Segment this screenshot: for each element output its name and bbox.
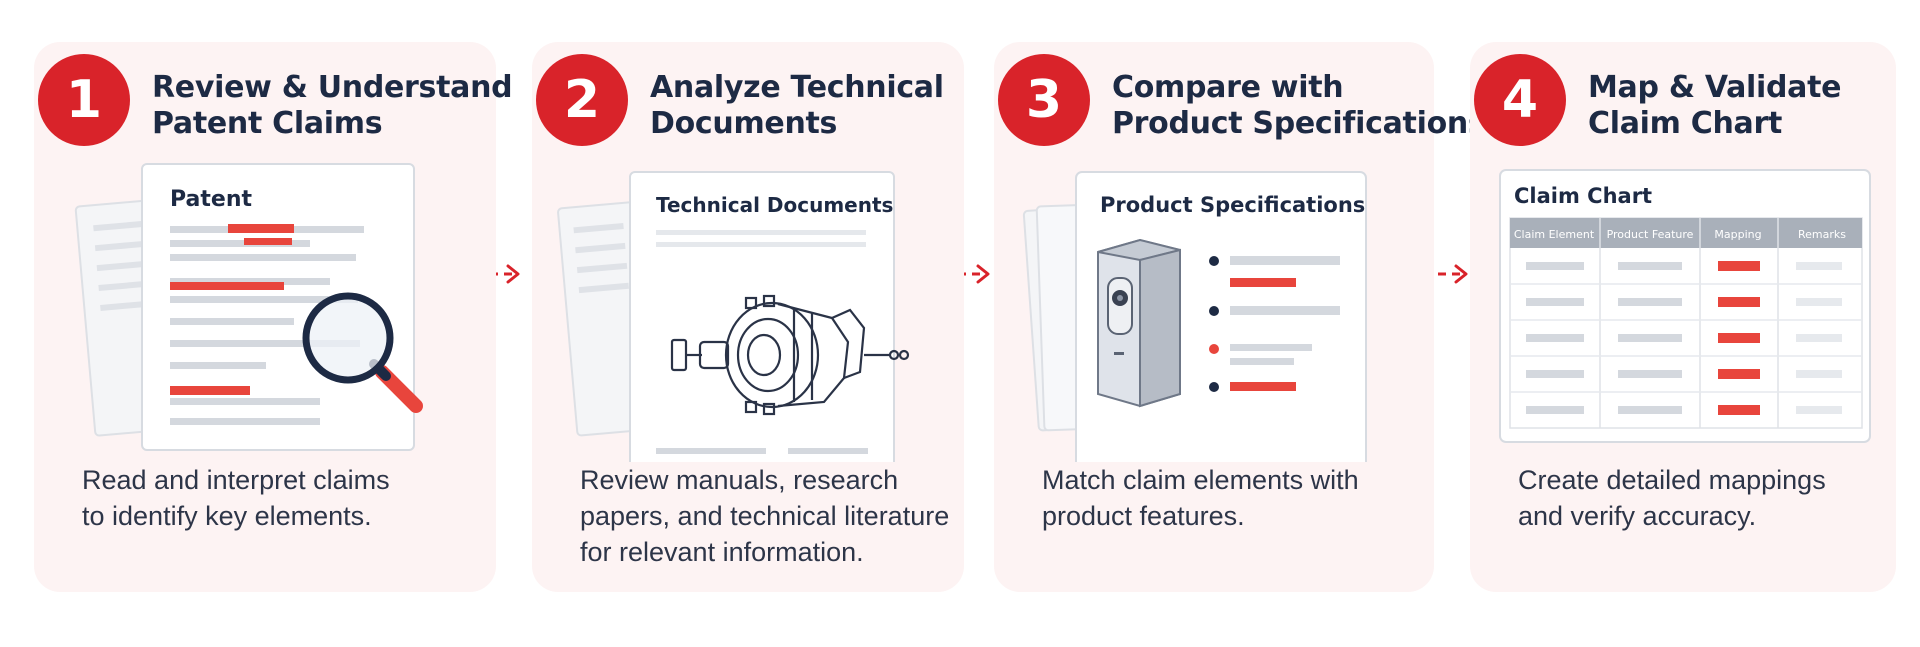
mechanical-part-icon bbox=[670, 294, 910, 416]
step-description-line: Match claim elements with bbox=[1042, 465, 1359, 495]
table-header-cell: Product Feature bbox=[1607, 228, 1694, 241]
step-title-line: Claim Chart bbox=[1588, 106, 1782, 141]
step-number-badge: 4 bbox=[1474, 54, 1566, 146]
illustration-label: Product Specifications bbox=[1100, 193, 1365, 217]
step-description: Match claim elements with product featur… bbox=[1042, 462, 1410, 534]
step-title-line: Documents bbox=[650, 106, 838, 141]
table-header-cell: Claim Element bbox=[1514, 228, 1595, 241]
step-title-line: Compare with bbox=[1112, 70, 1344, 105]
step-number-badge: 1 bbox=[38, 54, 130, 146]
step-title: Map & Validate Claim Chart bbox=[1588, 70, 1890, 142]
step-title-line: Review & Understand bbox=[152, 70, 513, 105]
step-1-card: 1 Review & Understand Patent Claims Pate… bbox=[34, 42, 513, 592]
step-description: Review manuals, research papers, and tec… bbox=[580, 462, 950, 570]
step-title-line: Analyze Technical bbox=[650, 70, 944, 105]
step-title-line: Product Specifications bbox=[1112, 106, 1486, 141]
magnifying-glass-icon bbox=[302, 292, 423, 413]
step-description-line: for relevant information. bbox=[580, 537, 864, 567]
illustration-label: Patent bbox=[170, 187, 252, 212]
step-number-badge: 2 bbox=[536, 54, 628, 146]
step-description-line: Create detailed mappings bbox=[1518, 465, 1826, 495]
table-header-cell: Mapping bbox=[1714, 228, 1761, 241]
step-2-card: 2 Analyze Technical Documents Technical … bbox=[532, 42, 964, 592]
table-icon: Claim Element Product Feature Mapping Re… bbox=[1509, 217, 1863, 429]
step-title: Analyze Technical Documents bbox=[650, 70, 958, 142]
step-4-card: 4 Map & Validate Claim Chart Claim Chart… bbox=[1470, 42, 1896, 592]
step-description-line: Read and interpret claims bbox=[82, 465, 390, 495]
illustration-label: Technical Documents bbox=[656, 193, 893, 217]
step-description-line: and verify accuracy. bbox=[1518, 501, 1757, 531]
patent-illustration: Patent bbox=[74, 163, 423, 451]
step-title-line: Map & Validate bbox=[1588, 70, 1842, 105]
step-description-line: Review manuals, research bbox=[580, 465, 899, 495]
step-title: Compare with Product Specifications bbox=[1112, 70, 1486, 142]
step-title-line: Patent Claims bbox=[152, 106, 383, 141]
step-description: Create detailed mappings and verify accu… bbox=[1518, 462, 1872, 534]
claim-chart-illustration: Claim Chart Claim Element Product Featur… bbox=[1499, 169, 1871, 443]
table-header-cell: Remarks bbox=[1798, 228, 1846, 241]
illustration-label: Claim Chart bbox=[1514, 184, 1652, 208]
step-3-card: 3 Compare with Product Specifications Pr… bbox=[994, 42, 1486, 592]
step-description-line: papers, and technical literature bbox=[580, 501, 950, 531]
device-icon bbox=[1097, 238, 1181, 408]
step-description-line: to identify key elements. bbox=[82, 501, 372, 531]
product-specifications-illustration: Product Specifications bbox=[1022, 171, 1367, 462]
step-description: Read and interpret claims to identify ke… bbox=[82, 462, 472, 534]
step-number-badge: 3 bbox=[998, 54, 1090, 146]
step-title: Review & Understand Patent Claims bbox=[152, 70, 513, 142]
technical-documents-illustration: Technical Documents bbox=[557, 171, 910, 462]
step-description-line: product features. bbox=[1042, 501, 1245, 531]
